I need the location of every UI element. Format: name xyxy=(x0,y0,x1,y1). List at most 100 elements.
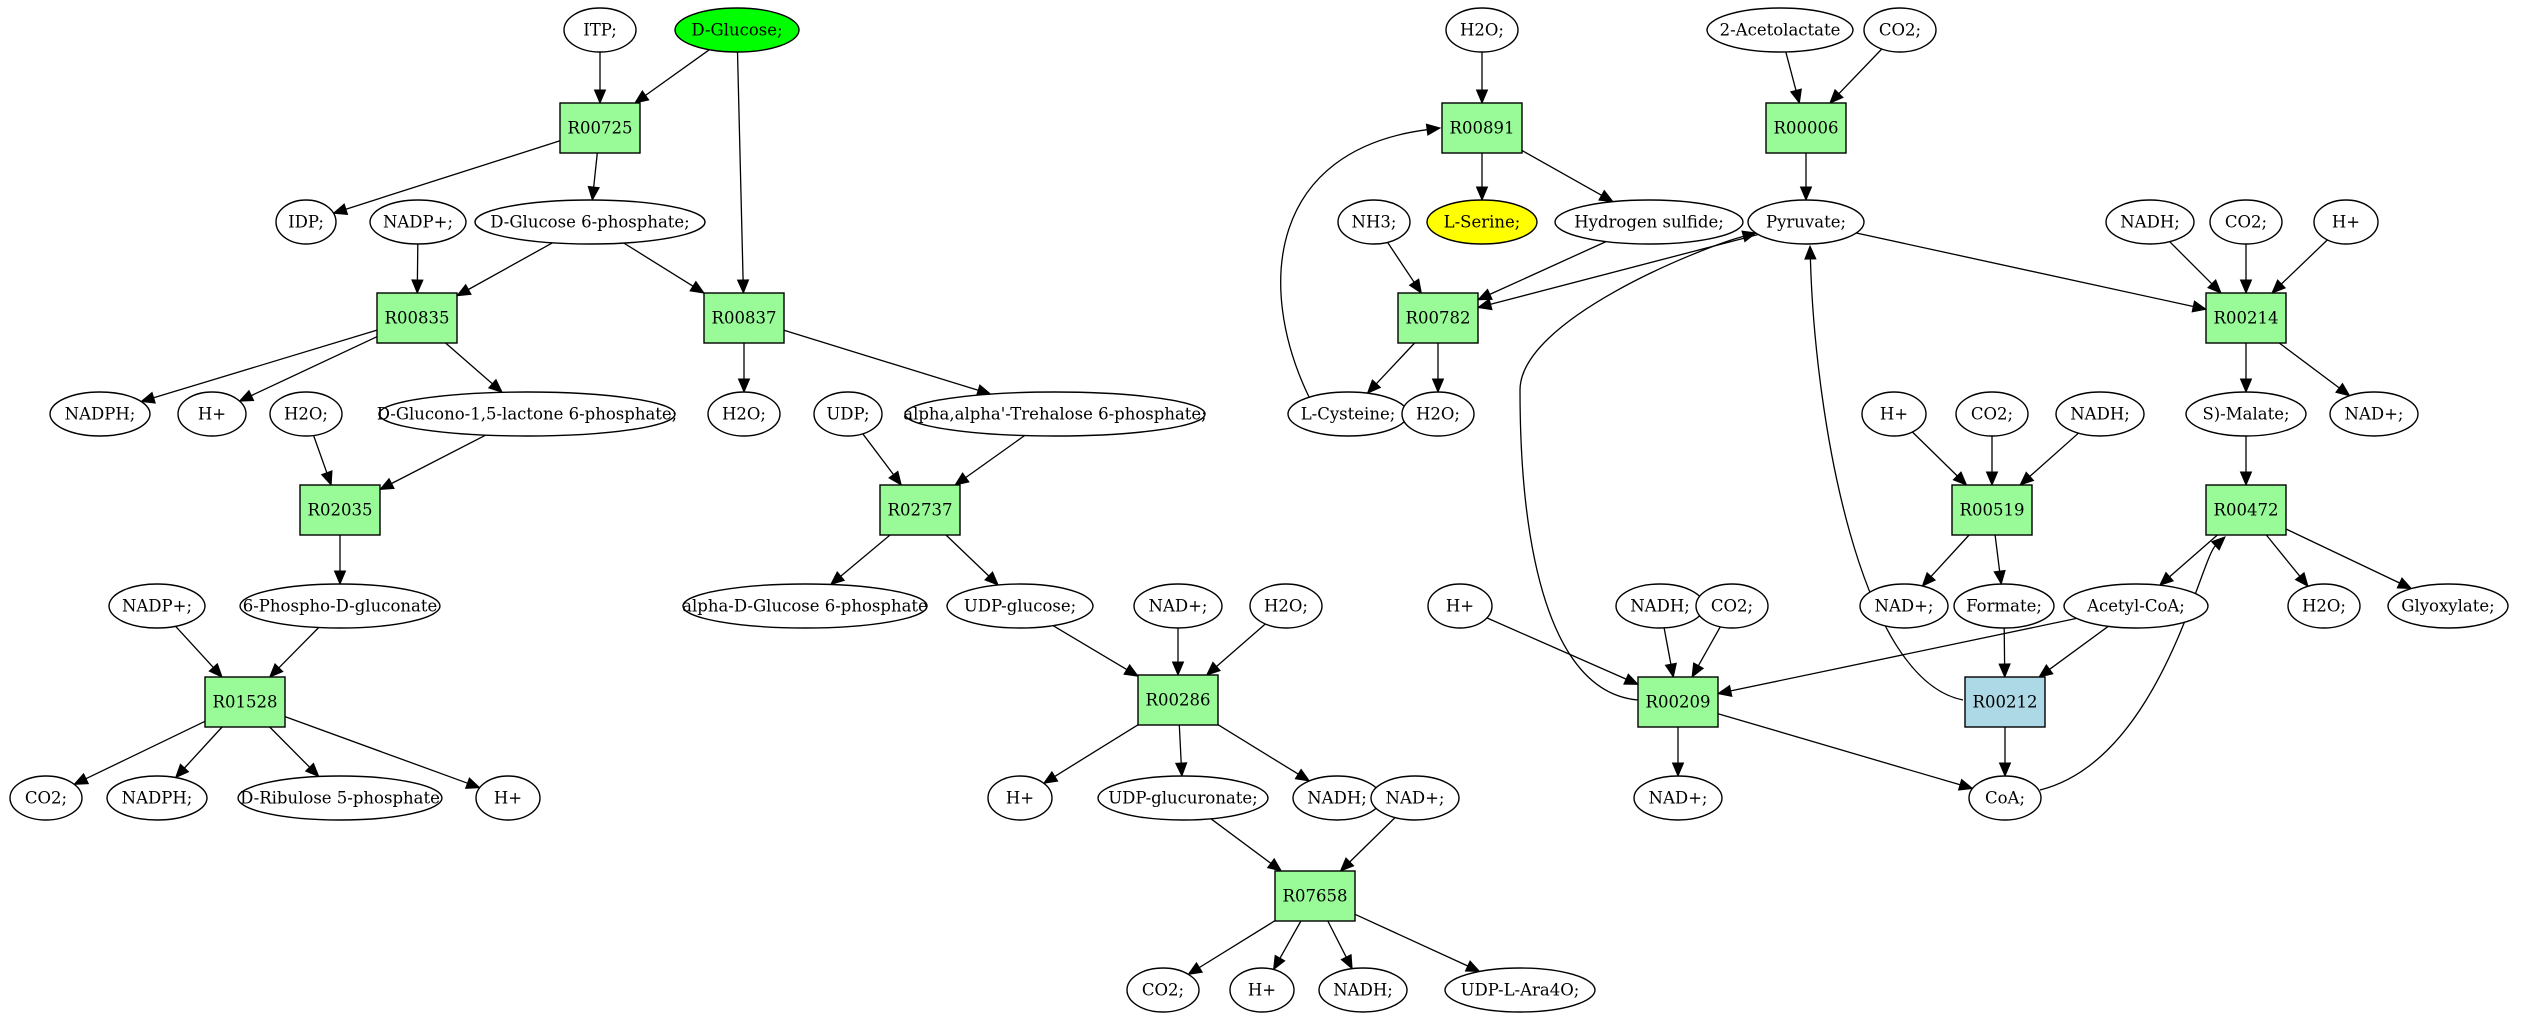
compound-node-h2s[interactable]: Hydrogen sulfide; xyxy=(1554,199,1744,245)
compound-node-co2_6[interactable]: CO2; xyxy=(1695,583,1769,629)
compound-node-nadplus4[interactable]: NAD+; xyxy=(1859,583,1949,629)
reaction-node-r07658[interactable]: R07658 xyxy=(1274,870,1356,922)
edge-r00835-to-dglucono-arrowhead xyxy=(487,378,504,394)
compound-node-lcysteine[interactable]: L-Cysteine; xyxy=(1287,391,1409,437)
compound-node-co2_5[interactable]: CO2; xyxy=(1955,391,2029,437)
compound-node-udpglucuronate[interactable]: UDP-glucuronate; xyxy=(1097,775,1269,821)
edge-r00209-to-coa-arrowhead xyxy=(1957,778,1974,791)
compound-node-nadh2[interactable]: NADH; xyxy=(1318,967,1408,1013)
compound-node-h2o1[interactable]: H2O; xyxy=(269,391,343,437)
compound-node-h2o2[interactable]: H2O; xyxy=(707,391,781,437)
reaction-node-r00837[interactable]: R00837 xyxy=(703,292,785,344)
reaction-node-r00519[interactable]: R00519 xyxy=(1951,484,2033,536)
node-label: H2O; xyxy=(1460,21,1504,40)
reaction-node-r01528[interactable]: R01528 xyxy=(204,676,286,728)
compound-node-hplus6[interactable]: H+ xyxy=(1861,391,1927,437)
node-label: UDP-glucuronate; xyxy=(1108,789,1257,808)
compound-node-h2o4[interactable]: H2O; xyxy=(1445,7,1519,53)
compound-node-udp[interactable]: UDP; xyxy=(813,391,883,437)
compound-node-hplus3[interactable]: H+ xyxy=(987,775,1053,821)
compound-node-co2_3[interactable]: CO2; xyxy=(1863,7,1937,53)
edge-h2s-to-r00782-line xyxy=(1489,241,1607,295)
compound-node-smalate[interactable]: S)-Malate; xyxy=(2185,391,2307,437)
compound-node-dg6p[interactable]: D-Glucose 6-phosphate; xyxy=(474,199,706,245)
compound-ellipse xyxy=(1953,583,2055,629)
compound-node-nadph2[interactable]: NADPH; xyxy=(106,775,208,821)
node-label: L-Serine; xyxy=(1444,213,1521,232)
reaction-node-r02035[interactable]: R02035 xyxy=(299,484,381,536)
reaction-box xyxy=(376,292,458,344)
compound-node-nadplus5[interactable]: NAD+; xyxy=(1633,775,1723,821)
edge-r00214-to-nadplus3-arrowhead xyxy=(2335,382,2351,397)
reaction-node-r00006[interactable]: R00006 xyxy=(1765,102,1847,154)
compound-node-h2o6[interactable]: H2O; xyxy=(2287,583,2361,629)
compound-node-hplus5[interactable]: H+ xyxy=(2313,199,2379,245)
compound-node-coa[interactable]: CoA; xyxy=(1968,775,2042,821)
compound-node-idp[interactable]: IDP; xyxy=(275,199,337,245)
reaction-node-r02737[interactable]: R02737 xyxy=(879,484,961,536)
compound-node-nadplus2[interactable]: NAD+; xyxy=(1370,775,1460,821)
edge-r00891-to-lserine xyxy=(1475,153,1489,202)
compound-node-adg6p[interactable]: alpha-D-Glucose 6-phosphate xyxy=(682,583,928,629)
compound-node-phosphogluconate[interactable]: 6-Phospho-D-gluconate xyxy=(239,583,441,629)
compound-node-nadplus3[interactable]: NAD+; xyxy=(2329,391,2419,437)
reaction-node-r00209[interactable]: R00209 xyxy=(1637,676,1719,728)
compound-node-udpara4o[interactable]: UDP-L-Ara4O; xyxy=(1444,967,1596,1013)
edge-udpglucose-to-r00286-arrowhead xyxy=(1123,663,1140,677)
compound-node-nadpplus1[interactable]: NADP+; xyxy=(369,199,467,245)
compound-node-ribulose5p[interactable]: D-Ribulose 5-phosphate xyxy=(237,775,443,821)
reaction-node-r00212[interactable]: R00212 xyxy=(1964,676,2046,728)
reaction-node-r00782[interactable]: R00782 xyxy=(1397,292,1479,344)
compound-node-hplus2[interactable]: H+ xyxy=(475,775,541,821)
reaction-node-r00891[interactable]: R00891 xyxy=(1441,102,1523,154)
compound-node-nadh3[interactable]: NADH; xyxy=(2105,199,2195,245)
compound-node-formate[interactable]: Formate; xyxy=(1953,583,2055,629)
compound-node-glyoxylate[interactable]: Glyoxylate; xyxy=(2387,583,2509,629)
compound-node-itp[interactable]: ITP; xyxy=(563,7,637,53)
compound-node-h2o5[interactable]: H2O; xyxy=(1401,391,1475,437)
compound-ellipse xyxy=(9,775,83,821)
compound-node-acetolactate[interactable]: 2-Acetolactate xyxy=(1706,7,1854,53)
compound-node-pyruvate[interactable]: Pyruvate; xyxy=(1747,199,1865,245)
compound-node-dglucono[interactable]: D-Glucono-1,5-lactone 6-phosphate; xyxy=(377,391,678,437)
edge-udpglucuronate-to-r07658-line xyxy=(1210,818,1272,864)
reaction-node-r00835[interactable]: R00835 xyxy=(376,292,458,344)
edge-nadh4-to-r00519-arrowhead xyxy=(2019,471,2035,486)
reaction-node-r00472[interactable]: R00472 xyxy=(2205,484,2287,536)
compound-node-lserine[interactable]: L-Serine; xyxy=(1426,199,1538,245)
reaction-node-r00214[interactable]: R00214 xyxy=(2205,292,2287,344)
edge-r01528-to-nadph2 xyxy=(174,726,223,779)
compound-node-nadh5[interactable]: NADH; xyxy=(1615,583,1705,629)
compound-node-nadph1[interactable]: NADPH; xyxy=(49,391,151,437)
edge-r00472-to-glyoxylate-arrowhead xyxy=(2396,577,2413,590)
edge-r07658-to-nadh2-arrowhead xyxy=(1340,953,1353,970)
compound-node-nadh1[interactable]: NADH; xyxy=(1292,775,1382,821)
compound-node-nadh4[interactable]: NADH; xyxy=(2055,391,2145,437)
compound-node-acetylcoa[interactable]: Acetyl-CoA; xyxy=(2063,583,2209,629)
edge-r07658-to-hplus4-line xyxy=(1279,920,1302,959)
node-label: H+ xyxy=(2332,213,2360,232)
compound-node-udpglucose[interactable]: UDP-glucose; xyxy=(946,583,1094,629)
compound-ellipse xyxy=(1554,199,1744,245)
compound-node-nadplus1[interactable]: NAD+; xyxy=(1133,583,1223,629)
compound-node-dglucose[interactable]: D-Glucose; xyxy=(674,7,800,53)
reaction-node-r00286[interactable]: R00286 xyxy=(1137,674,1219,726)
compound-node-nadpplus2[interactable]: NADP+; xyxy=(108,583,206,629)
compound-node-hplus1[interactable]: H+ xyxy=(177,391,247,437)
reaction-node-r00725[interactable]: R00725 xyxy=(559,102,641,154)
compound-ellipse xyxy=(239,583,441,629)
node-label: Hydrogen sulfide; xyxy=(1574,213,1724,232)
compound-node-h2o3[interactable]: H2O; xyxy=(1249,583,1323,629)
edge-phosphogluconate-to-r01528-line xyxy=(278,627,320,669)
compound-node-co2_4[interactable]: CO2; xyxy=(2209,199,2283,245)
compound-node-co2_2[interactable]: CO2; xyxy=(1126,967,1200,1013)
compound-node-co2_1[interactable]: CO2; xyxy=(9,775,83,821)
compound-node-hplus4[interactable]: H+ xyxy=(1229,967,1295,1013)
compound-node-trehalose6p[interactable]: alpha,alpha'-Trehalose 6-phosphate; xyxy=(903,391,1207,437)
compound-node-hplus7[interactable]: H+ xyxy=(1427,583,1493,629)
compound-ellipse xyxy=(269,391,343,437)
compound-ellipse xyxy=(1318,967,1408,1013)
compound-node-nh3[interactable]: NH3; xyxy=(1337,199,1411,245)
node-label: UDP-glucose; xyxy=(964,597,1076,616)
edge-r07658-to-hplus4 xyxy=(1272,920,1302,971)
